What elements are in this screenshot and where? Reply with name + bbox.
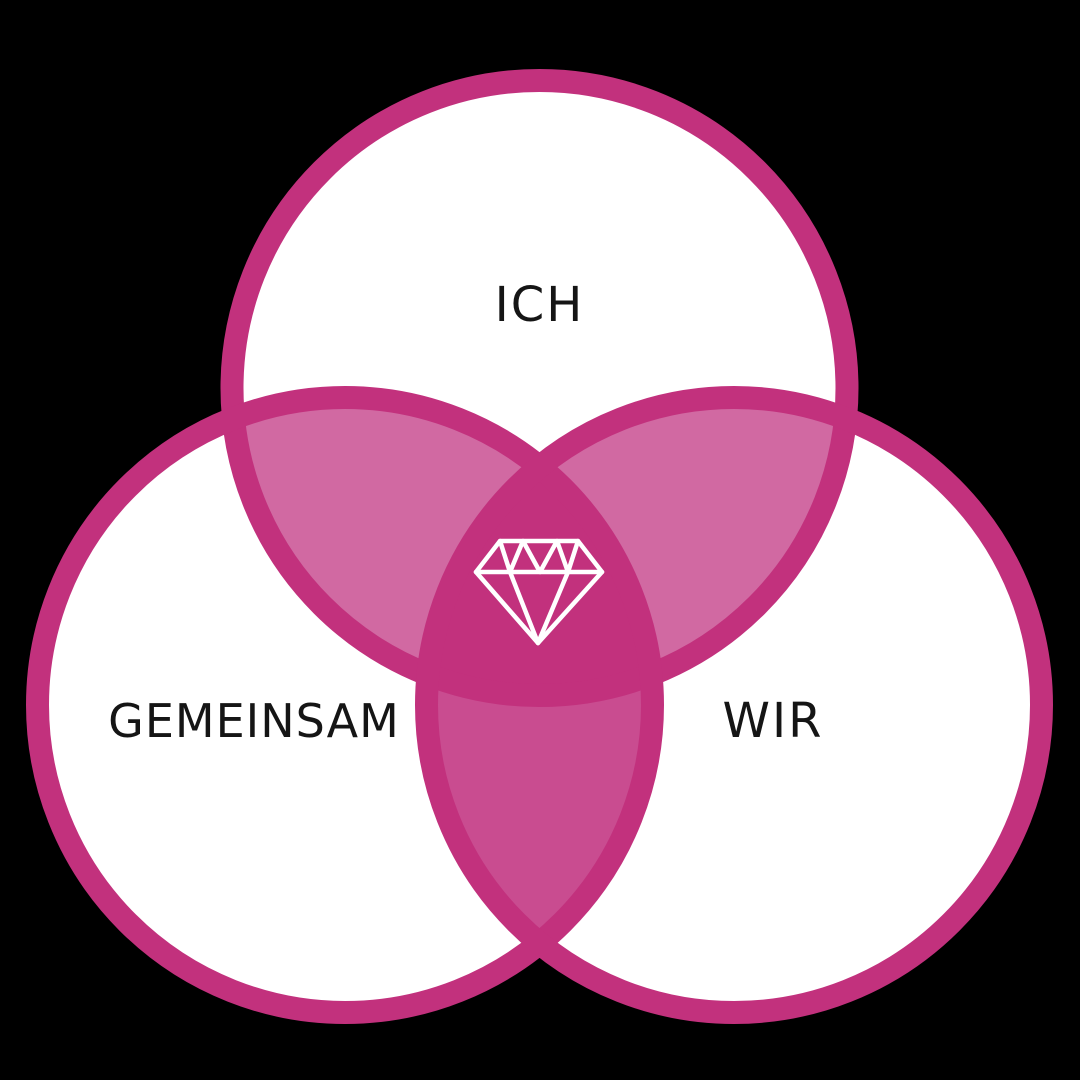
overlap-ich-wir xyxy=(426,397,847,696)
circle-wir-outline xyxy=(415,386,1053,1024)
label-wir: WIR xyxy=(723,693,824,749)
label-gemeinsam: GEMEINSAM xyxy=(108,694,400,748)
label-ich: ICH xyxy=(495,277,585,333)
circle-gemeinsam-outline xyxy=(26,386,664,1024)
overlap-ich-gemeinsam xyxy=(232,397,653,696)
diamond-icon xyxy=(473,538,605,646)
circle-ich-outline xyxy=(220,69,859,707)
